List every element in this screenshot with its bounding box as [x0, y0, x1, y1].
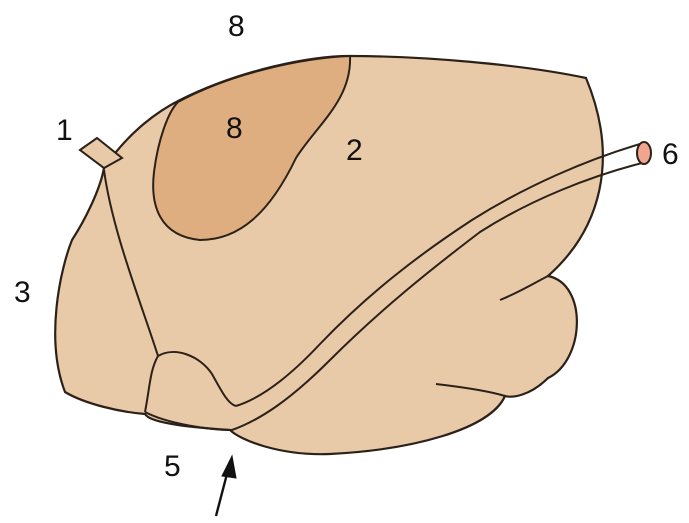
label-3: 3 [14, 278, 31, 308]
label-2: 2 [346, 136, 363, 166]
tube-6-opening [637, 142, 651, 164]
label-1: 1 [56, 116, 73, 146]
label-6: 6 [662, 140, 679, 170]
label-5: 5 [164, 452, 181, 482]
arrow-head [222, 456, 236, 478]
label-8-inner: 8 [226, 114, 243, 144]
label-8-top: 8 [228, 12, 245, 42]
